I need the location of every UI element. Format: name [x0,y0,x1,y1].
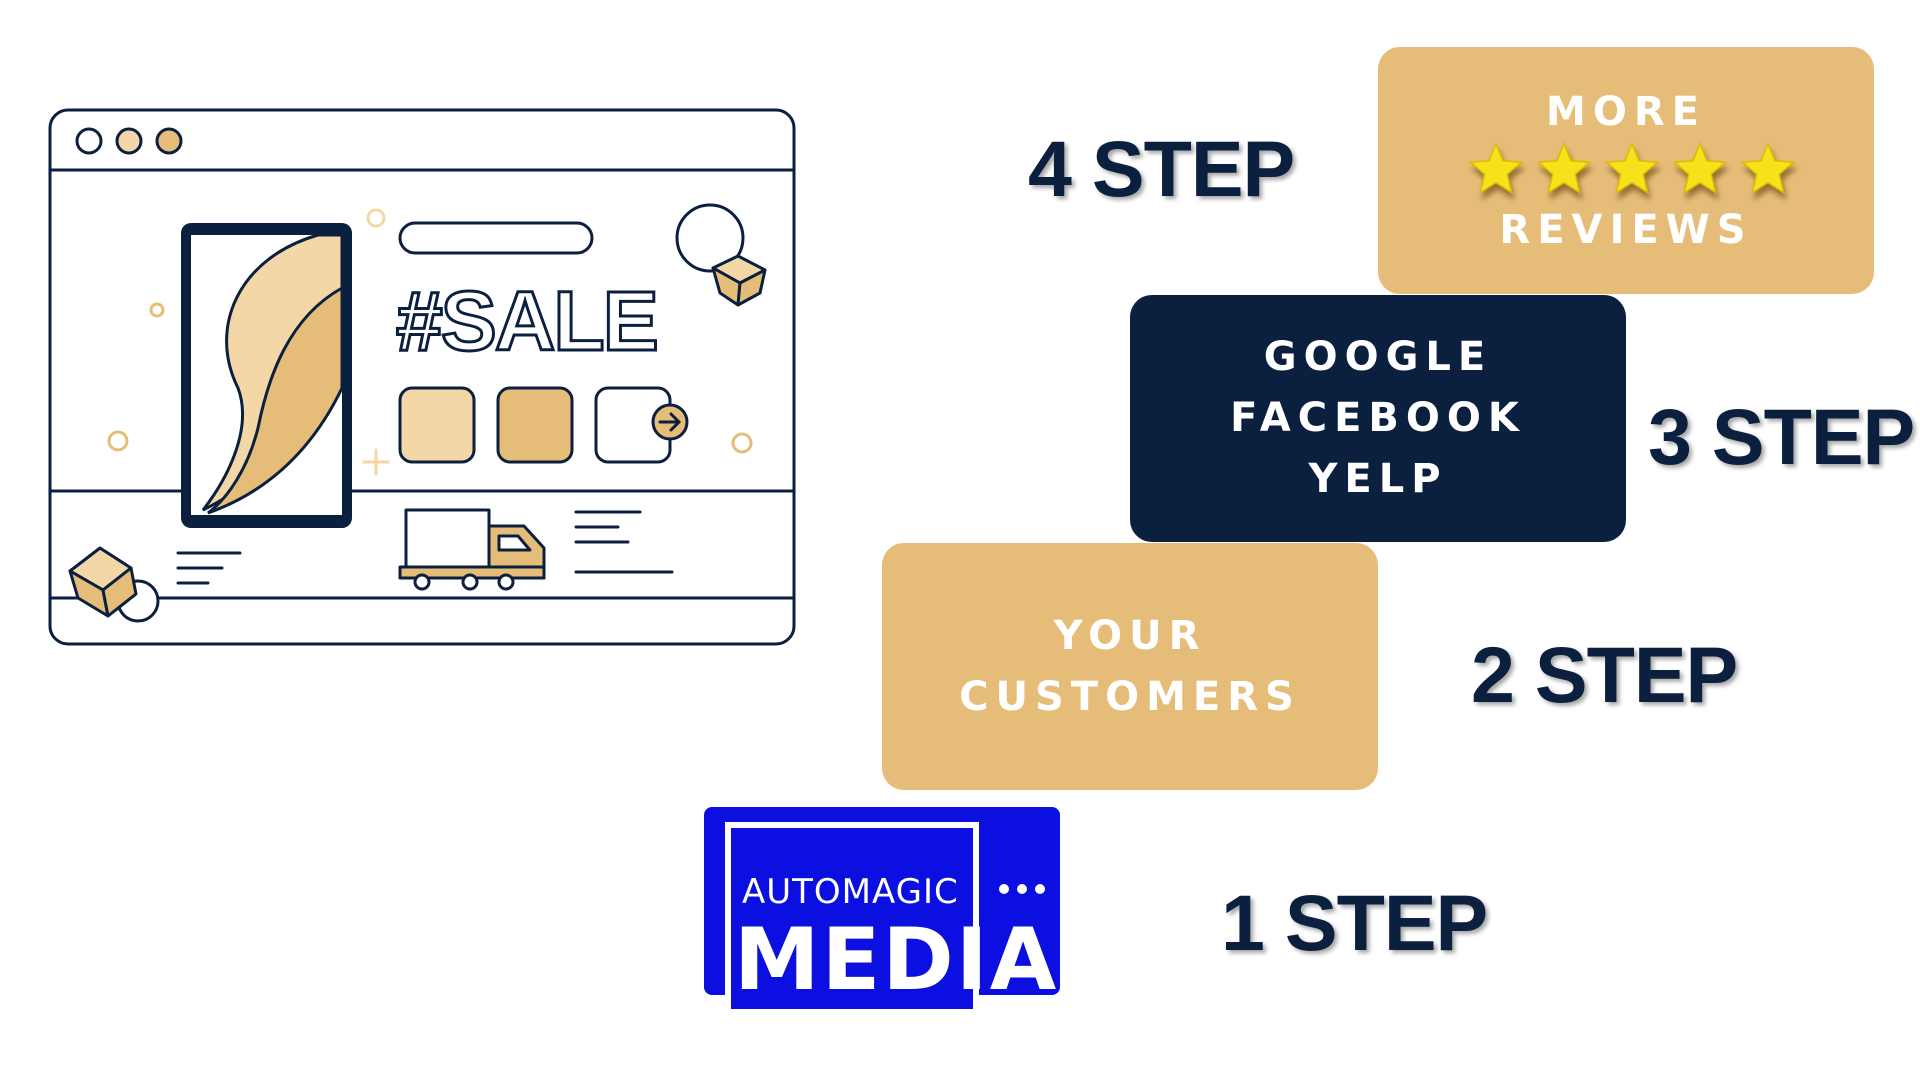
automagic-media-logo: AUTOMAGIC MEDIA [704,807,1060,1012]
decor-dot [731,432,753,454]
decor-plus-icon [362,448,390,476]
step-1-label: 1 STEP [1221,878,1488,967]
sale-text: #SALE [396,274,657,368]
package-cube-icon [68,546,138,618]
platform-yelp: YELP [1308,456,1448,502]
text-lines-right [574,510,674,574]
platform-google: GOOGLE [1263,334,1493,380]
delivery-truck-icon [398,508,546,591]
product-tile-dark [496,386,574,464]
online-store-illustration: #SALE [48,108,796,646]
decor-circle-top-right [675,203,745,273]
reviews-box-line-2: REVIEWS [1499,206,1753,253]
logo-top-text: AUTOMAGIC [742,872,959,912]
window-control-close-icon [75,127,103,155]
star-icon [1740,141,1796,194]
search-bar [398,221,594,255]
five-star-rating [1467,140,1797,198]
phone-wave-dark [207,285,344,515]
star-icon [1672,141,1728,194]
step-4-label: 4 STEP [1028,124,1295,213]
package-cube-icon [711,254,767,307]
logo-bottom-text: MEDIA [734,910,1058,1010]
text-lines-left [176,551,242,585]
logo-front-panel [725,822,979,1012]
customers-box-line-1: YOUR [1053,612,1207,659]
decor-dot [366,208,386,228]
decor-dot [107,430,129,452]
reviews-box-line-1: MORE [1546,88,1706,135]
decor-dot [149,302,165,318]
window-control-minimize-icon [115,127,143,155]
star-icon [1536,141,1592,194]
logo-dots [999,884,1045,894]
platform-facebook: FACEBOOK [1230,395,1526,441]
step-2-label: 2 STEP [1471,630,1738,719]
star-icon [1604,141,1660,194]
step-3-platforms-box: GOOGLE FACEBOOK YELP [1130,295,1626,542]
step-2-customers-box: YOUR CUSTOMERS [882,543,1378,790]
star-icon [1468,141,1524,194]
window-control-maximize-icon [155,127,183,155]
arrow-right-icon [651,403,689,441]
customers-box-line-2: CUSTOMERS [959,673,1301,720]
step-3-label: 3 STEP [1648,392,1915,481]
product-tile-light [398,386,476,464]
step-4-reviews-box: MORE REVIEWS [1378,47,1874,294]
